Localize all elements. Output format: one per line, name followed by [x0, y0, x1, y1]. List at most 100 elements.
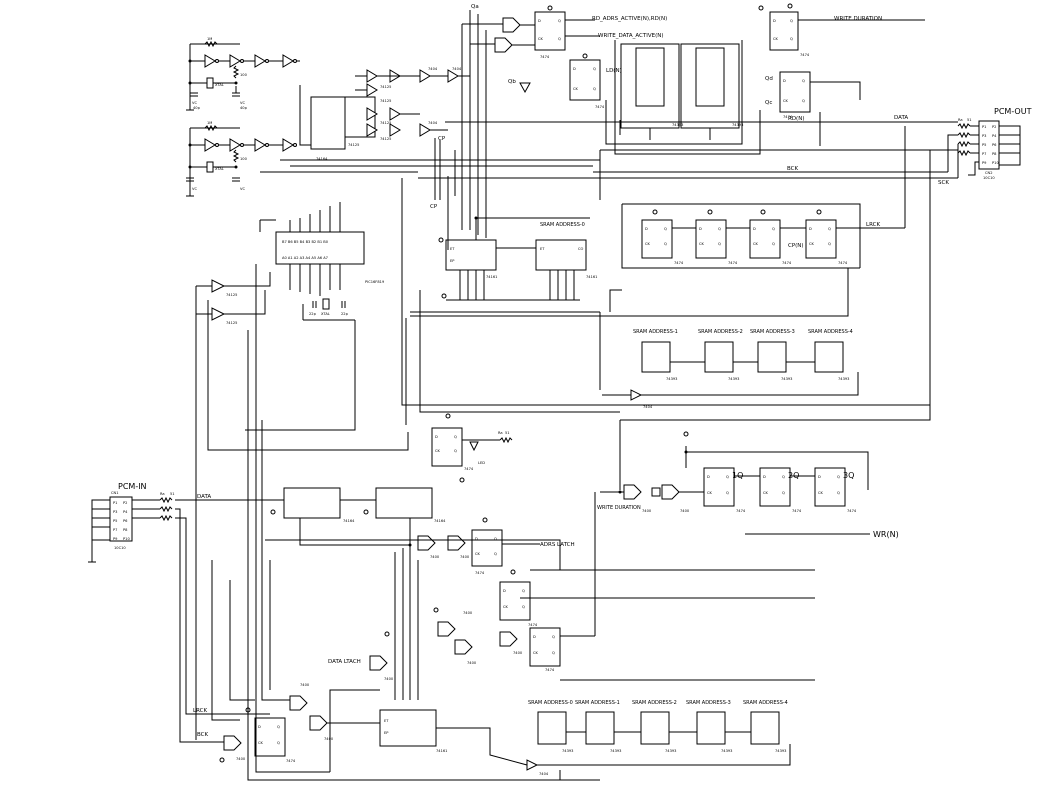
svg-text:D: D [475, 537, 478, 541]
svg-text:Q: Q [277, 741, 280, 745]
svg-text:7404: 7404 [643, 405, 653, 409]
svg-text:Q: Q [552, 635, 555, 639]
svg-text:7474: 7474 [595, 105, 605, 109]
svg-text:7404: 7404 [452, 67, 462, 71]
svg-text:ET: ET [450, 247, 455, 251]
svg-text:7474: 7474 [782, 261, 792, 265]
svg-text:7404: 7404 [539, 772, 549, 776]
svg-text:Ra: Ra [958, 118, 963, 122]
pcm-out-part: 10C10 [983, 176, 995, 180]
svg-text:Ra: Ra [498, 431, 503, 435]
r100-label: 100 [240, 73, 248, 77]
svg-text:D: D [809, 227, 812, 231]
svg-text:Q: Q [664, 227, 667, 231]
sram-mid-1-label: SRAM ADDRESS-1 [633, 329, 678, 335]
pcm-out-ref: CN2 [985, 171, 992, 175]
svg-text:7400: 7400 [430, 555, 440, 559]
mcu-part-label: PIC16F819 [365, 280, 385, 284]
svg-text:Q: Q [277, 725, 280, 729]
svg-text:74125: 74125 [226, 293, 237, 297]
pcm-in-part: 10C10 [114, 546, 126, 550]
svg-text:51: 51 [967, 118, 972, 122]
svg-text:CK: CK [258, 741, 264, 745]
svg-text:P10: P10 [992, 161, 999, 165]
svg-text:P7: P7 [982, 152, 986, 156]
svg-text:74125: 74125 [380, 99, 391, 103]
svg-text:P5: P5 [113, 519, 117, 523]
svg-text:Q: Q [522, 605, 525, 609]
svg-text:7400: 7400 [324, 737, 334, 741]
svg-text:Q: Q [790, 37, 793, 41]
svg-text:Ra: Ra [160, 492, 165, 496]
rd-net-label: RD(N) [788, 116, 804, 122]
svg-text:Q: Q [552, 651, 555, 655]
bus-lines: DATA BCK SCK [260, 115, 959, 186]
svg-text:Q: Q [593, 87, 596, 91]
svg-text:7400: 7400 [513, 651, 523, 655]
svg-text:P7: P7 [113, 528, 117, 532]
svg-text:74393: 74393 [721, 749, 732, 753]
svg-text:7400: 7400 [384, 677, 394, 681]
lrck-out-net-label: LRCK [866, 222, 880, 228]
svg-text:7474: 7474 [838, 261, 848, 265]
c40p-label: 40p [193, 106, 201, 110]
svg-text:7474: 7474 [464, 467, 474, 471]
sram-upper-0-label: SRAM ADDRESS-0 [540, 222, 585, 228]
adrs-latch-net-label: ADRS LATCH [540, 542, 575, 548]
cnt-a-label: 74161 [486, 275, 497, 279]
svg-text:7404: 7404 [428, 67, 438, 71]
svg-text:74125: 74125 [380, 121, 391, 125]
svg-text:7474: 7474 [783, 115, 793, 119]
svg-text:P3: P3 [113, 510, 117, 514]
svg-text:Q: Q [454, 435, 457, 439]
svg-text:Q: Q [718, 227, 721, 231]
rd-adrs-net-label: RD_ADRS_ACTIVE(N),RD(N) [592, 16, 667, 22]
svg-text:74393: 74393 [838, 377, 849, 381]
svg-text:D: D [707, 475, 710, 479]
svg-text:Q: Q [782, 491, 785, 495]
svg-text:P9: P9 [982, 161, 987, 165]
svg-text:74125: 74125 [380, 137, 391, 141]
sram-address-bottom: SRAM ADDRESS-0 SRAM ADDRESS-1 SRAM ADDRE… [436, 700, 791, 776]
svg-text:7400: 7400 [463, 611, 473, 615]
junction-dots [188, 59, 688, 547]
svg-text:7474: 7474 [800, 53, 810, 57]
svg-text:D: D [533, 635, 536, 639]
svg-text:D: D [699, 227, 702, 231]
svg-text:CK: CK [809, 242, 815, 246]
svg-text:51: 51 [505, 431, 510, 435]
svg-text:7474: 7474 [674, 261, 684, 265]
svg-text:7400: 7400 [680, 509, 690, 513]
svg-text:ET: ET [540, 247, 545, 251]
svg-text:D: D [783, 79, 786, 83]
svg-text:D: D [773, 19, 776, 23]
sck-net-label: SCK [938, 180, 949, 186]
svg-text:100: 100 [240, 157, 248, 161]
svg-text:P8: P8 [123, 528, 128, 532]
svg-text:74393: 74393 [728, 377, 739, 381]
sram-bottom-3-label: SRAM ADDRESS-3 [686, 700, 731, 706]
ld-net-label: LD(N) [606, 68, 622, 74]
cpn-net-label: CP(N) [788, 243, 804, 249]
svg-text:VC: VC [192, 187, 197, 191]
svg-text:D: D [763, 475, 766, 479]
r1m-label: 1M [207, 37, 212, 41]
svg-text:P6: P6 [992, 143, 997, 147]
svg-text:7474: 7474 [475, 571, 485, 575]
svg-text:74164: 74164 [343, 519, 355, 523]
svg-text:CK: CK [435, 449, 441, 453]
svg-text:XTAL: XTAL [215, 83, 224, 87]
svg-text:VC: VC [240, 187, 245, 191]
svg-text:7474: 7474 [528, 623, 538, 627]
svg-text:74393: 74393 [672, 123, 683, 127]
qa-label: Qa [471, 4, 479, 10]
